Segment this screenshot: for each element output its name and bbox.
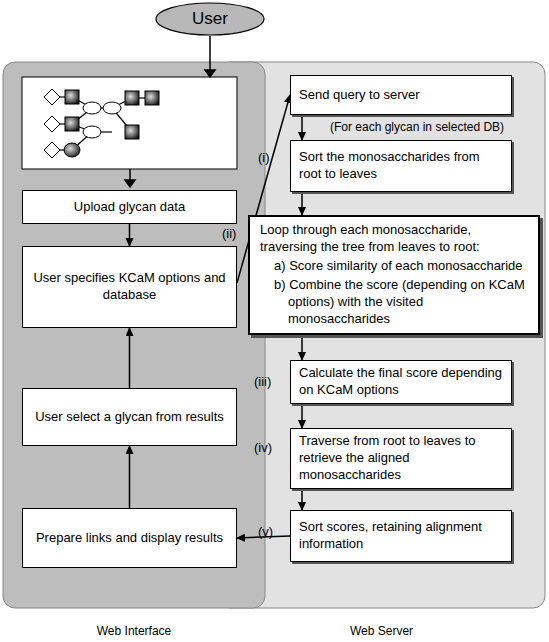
process-box: Traverse from root to leaves to retrieve… <box>290 428 512 489</box>
node-text: Calculate the final score depending on K… <box>299 365 503 399</box>
panel-ground <box>218 62 545 608</box>
loop-box: Loop through each monosaccharide, traver… <box>248 215 540 335</box>
flow-arrow <box>129 224 131 246</box>
node-text: Prepare links and display results <box>31 530 228 547</box>
node-text: Traverse from root to leaves to retrieve… <box>299 433 503 484</box>
node-text: Sort the monosaccharides from root to le… <box>299 149 503 183</box>
process-box: Upload glycan data <box>22 190 237 224</box>
node-text: Loop through each monosaccharide, traver… <box>260 222 528 256</box>
panel-title: Web Server <box>218 624 545 638</box>
process-box: Sort scores, retaining alignment informa… <box>290 510 512 562</box>
node-text: User select a glycan from results <box>31 409 228 426</box>
node-text: User <box>192 9 228 29</box>
node-text: Sort scores, retaining alignment informa… <box>299 519 503 553</box>
node-text: Upload glycan data <box>31 199 228 216</box>
callout-number: (i) <box>258 150 270 165</box>
actor-ellipse: User <box>155 2 265 36</box>
flow-arrow <box>129 328 131 388</box>
panel-ground <box>3 62 265 608</box>
ellipse-shape <box>156 3 264 35</box>
callout-number: (iv) <box>254 440 272 455</box>
flow-arrow <box>301 489 303 510</box>
flow-arrow <box>301 192 303 215</box>
flow-arrow <box>301 335 303 360</box>
process-box: Send query to server <box>290 75 512 115</box>
callout-number: (ii) <box>222 226 236 241</box>
panel-title: Web Interface <box>3 624 265 638</box>
panel-backgrounds <box>3 62 545 608</box>
process-box: Sort the monosaccharides from root to le… <box>290 140 512 192</box>
flow-arrow <box>301 115 303 140</box>
glycan-illustration <box>22 77 237 169</box>
flow-arrow <box>301 404 303 428</box>
process-box: User select a glycan from results <box>22 388 237 446</box>
process-box: User specifies KCaM options and database <box>22 246 237 328</box>
node-text: User specifies KCaM options and database <box>31 270 228 304</box>
process-box: Calculate the final score depending on K… <box>290 360 512 404</box>
process-box: Prepare links and display results <box>22 508 237 568</box>
interface-panel: Web InterfaceUpload glycan dataUser spec… <box>3 62 265 608</box>
layout-arrows <box>125 36 215 187</box>
callout-number: (v) <box>258 524 273 539</box>
node-text: b) Combine the score (depending on KCaM … <box>274 277 528 328</box>
loop-note: (For each glycan in selected DB) <box>330 120 504 134</box>
flow-arrow <box>129 446 131 508</box>
node-text: a) Score similarity of each monosacchari… <box>274 258 528 275</box>
callout-number: (iii) <box>254 374 271 389</box>
node-text: Send query to server <box>299 87 503 104</box>
